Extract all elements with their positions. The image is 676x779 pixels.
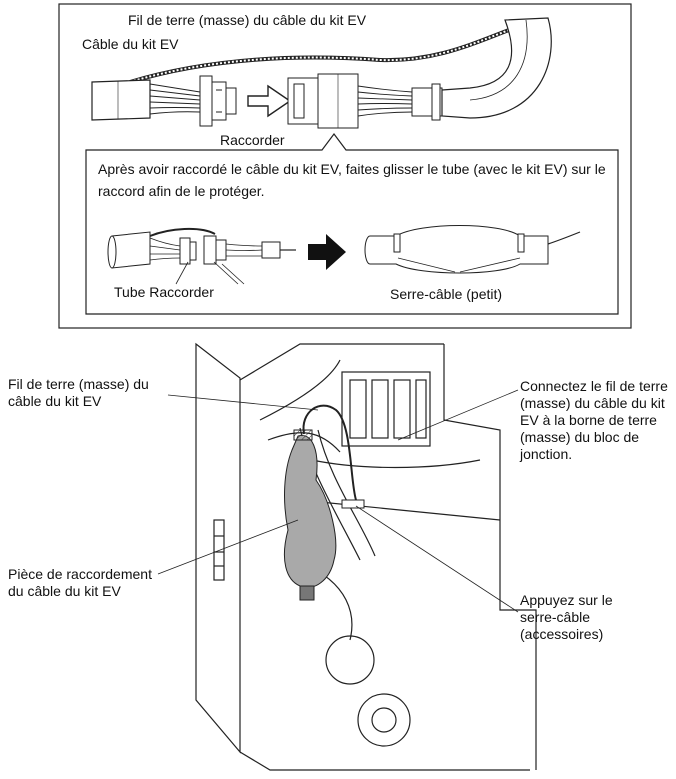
left-plug: [199, 75, 237, 127]
tube-assembly-after: [364, 225, 581, 274]
ground-wire-label-bottom: Fil de terre (masse) du câble du kit EV: [8, 376, 149, 409]
tube-connector-label: Tube Raccorder: [114, 284, 214, 300]
instruction-text: Après avoir raccordé le câble du kit EV,…: [98, 161, 606, 199]
arrow-right-outline-icon: [247, 84, 292, 118]
right-cable: [411, 17, 552, 121]
connector-label: Raccorder: [220, 132, 285, 148]
connect-instruction-text: Connectez le fil de terre (masse) du câb…: [520, 378, 668, 462]
arrow-right-solid-icon: [308, 234, 346, 270]
cable-label: Câble du kit EV: [82, 36, 179, 52]
ev-kit-cable: [91, 79, 201, 121]
tube-assembly-before: [107, 227, 296, 269]
connection-piece-label: Pièce de raccordement du câble du kit EV: [8, 566, 152, 599]
press-tie-label: Appuyez sur le serre-câble (accessoires): [520, 592, 613, 642]
top-panel-frame: [58, 3, 632, 329]
connector: [287, 73, 359, 129]
connection-piece: [283, 434, 337, 588]
cable-tie: [341, 499, 365, 509]
unit-illustration: [195, 342, 537, 771]
ground-wire-loop: [302, 404, 357, 501]
cable-tie-label: Serre-câble (petit): [390, 286, 503, 302]
ground-wire-label-top: Fil de terre (masse) du câble du kit EV: [128, 12, 367, 28]
